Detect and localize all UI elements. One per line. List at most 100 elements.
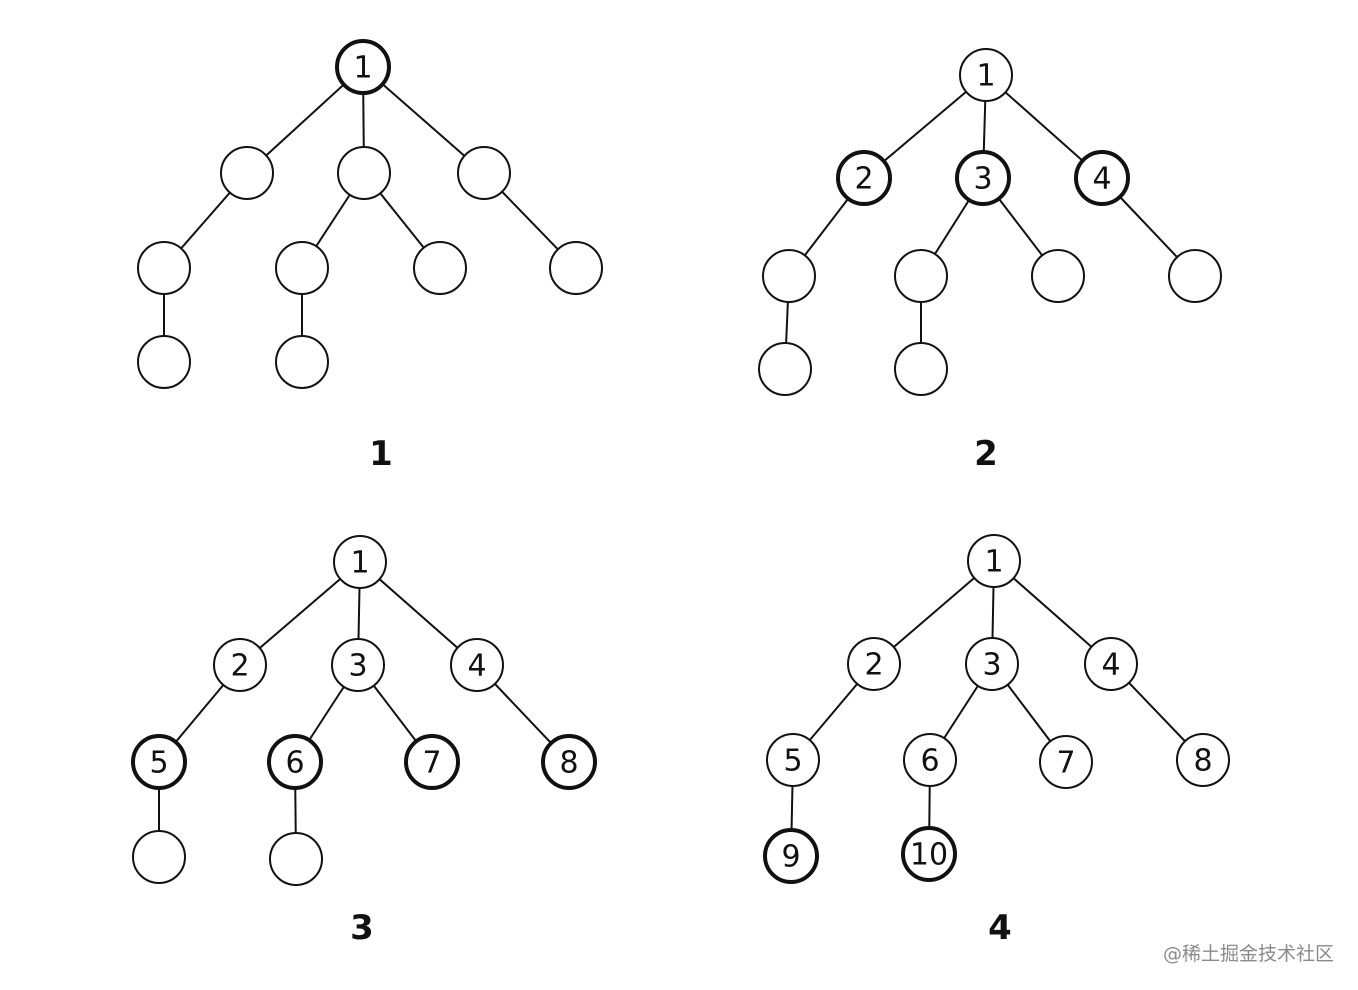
tree-node: 4: [1084, 637, 1138, 691]
tree-node: 5: [766, 733, 820, 787]
tree-panel-1: 11: [137, 39, 603, 474]
visited-node-circle: [335, 39, 391, 95]
node-label: 3: [348, 649, 367, 684]
node-circle: [1176, 733, 1230, 787]
tree-panel-2: 1 2 3 4 2: [758, 48, 1222, 474]
node-circle: [1084, 637, 1138, 691]
node-circle: [275, 241, 329, 295]
node-circle: [450, 638, 504, 692]
tree-node: 7: [1039, 735, 1093, 789]
tree-node: [762, 249, 816, 303]
tree-node: 7: [404, 734, 460, 790]
node-label: 2: [864, 648, 883, 683]
node-circle: [549, 241, 603, 295]
tree-node: [549, 241, 603, 295]
tree-node: 1: [335, 39, 391, 95]
tree-node: [413, 241, 467, 295]
node-label: 4: [1101, 648, 1120, 683]
tree-node: 3: [965, 637, 1019, 691]
visited-node-circle: [131, 734, 187, 790]
node-label: 6: [920, 744, 939, 779]
tree-node: 8: [541, 734, 597, 790]
node-label: 2: [230, 649, 249, 684]
panel-caption: 2: [974, 434, 998, 474]
node-circle: [847, 637, 901, 691]
node-circle: [132, 830, 186, 884]
tree-node: [457, 146, 511, 200]
node-label: 1: [984, 545, 1003, 580]
visited-node-circle: [955, 150, 1011, 206]
node-circle: [213, 638, 267, 692]
tree-node: [894, 249, 948, 303]
node-circle: [137, 241, 191, 295]
panel-caption: 4: [988, 908, 1012, 948]
tree-node: 1: [333, 535, 387, 589]
visited-node-circle: [836, 150, 892, 206]
node-circle: [1168, 249, 1222, 303]
node-circle: [457, 146, 511, 200]
tree-node: [275, 335, 329, 389]
node-circle: [220, 146, 274, 200]
node-circle: [894, 249, 948, 303]
panel-caption: 1: [369, 434, 393, 474]
tree-node: 4: [1074, 150, 1130, 206]
node-label: 4: [1092, 162, 1111, 197]
node-label: 10: [910, 838, 948, 873]
node-circle: [766, 733, 820, 787]
visited-node-circle: [1074, 150, 1130, 206]
node-circle: [269, 832, 323, 886]
tree-node: 2: [213, 638, 267, 692]
visited-node-circle: [404, 734, 460, 790]
tree-node: 6: [903, 733, 957, 787]
tree-node: [1168, 249, 1222, 303]
node-label: 6: [285, 746, 304, 781]
visited-node-circle: [541, 734, 597, 790]
tree-node: 10: [901, 826, 957, 882]
tree-node: 3: [955, 150, 1011, 206]
tree-node: 2: [836, 150, 892, 206]
node-label: 3: [973, 162, 992, 197]
node-circle: [337, 146, 391, 200]
tree-node: 3: [331, 638, 385, 692]
tree-node: 9: [763, 828, 819, 884]
visited-node-circle: [901, 826, 957, 882]
tree-node: [1031, 249, 1085, 303]
node-circle: [137, 335, 191, 389]
node-label: 1: [353, 51, 372, 86]
tree-node: [275, 241, 329, 295]
node-label: 1: [350, 546, 369, 581]
tree-node: [758, 342, 812, 396]
tree-node: 8: [1176, 733, 1230, 787]
node-label: 7: [1056, 746, 1075, 781]
node-circle: [413, 241, 467, 295]
node-circle: [959, 48, 1013, 102]
tree-node: 6: [267, 734, 323, 790]
tree-node: [337, 146, 391, 200]
node-circle: [758, 342, 812, 396]
node-label: 7: [422, 746, 441, 781]
node-circle: [1031, 249, 1085, 303]
node-label: 8: [1193, 744, 1212, 779]
node-label: 9: [781, 840, 800, 875]
tree-node: [269, 832, 323, 886]
node-label: 8: [559, 746, 578, 781]
watermark: @稀土掘金技术社区: [1162, 943, 1334, 965]
node-label: 1: [976, 59, 995, 94]
tree-node: 5: [131, 734, 187, 790]
node-circle: [1039, 735, 1093, 789]
node-label: 2: [854, 162, 873, 197]
tree-node: 1: [967, 534, 1021, 588]
node-circle: [275, 335, 329, 389]
visited-node-circle: [763, 828, 819, 884]
node-label: 5: [149, 746, 168, 781]
node-circle: [967, 534, 1021, 588]
tree-node: [137, 335, 191, 389]
node-label: 5: [783, 744, 802, 779]
tree-node: 4: [450, 638, 504, 692]
tree-node: [894, 342, 948, 396]
tree-node: 2: [847, 637, 901, 691]
node-label: 3: [982, 648, 1001, 683]
tree-node: [132, 830, 186, 884]
